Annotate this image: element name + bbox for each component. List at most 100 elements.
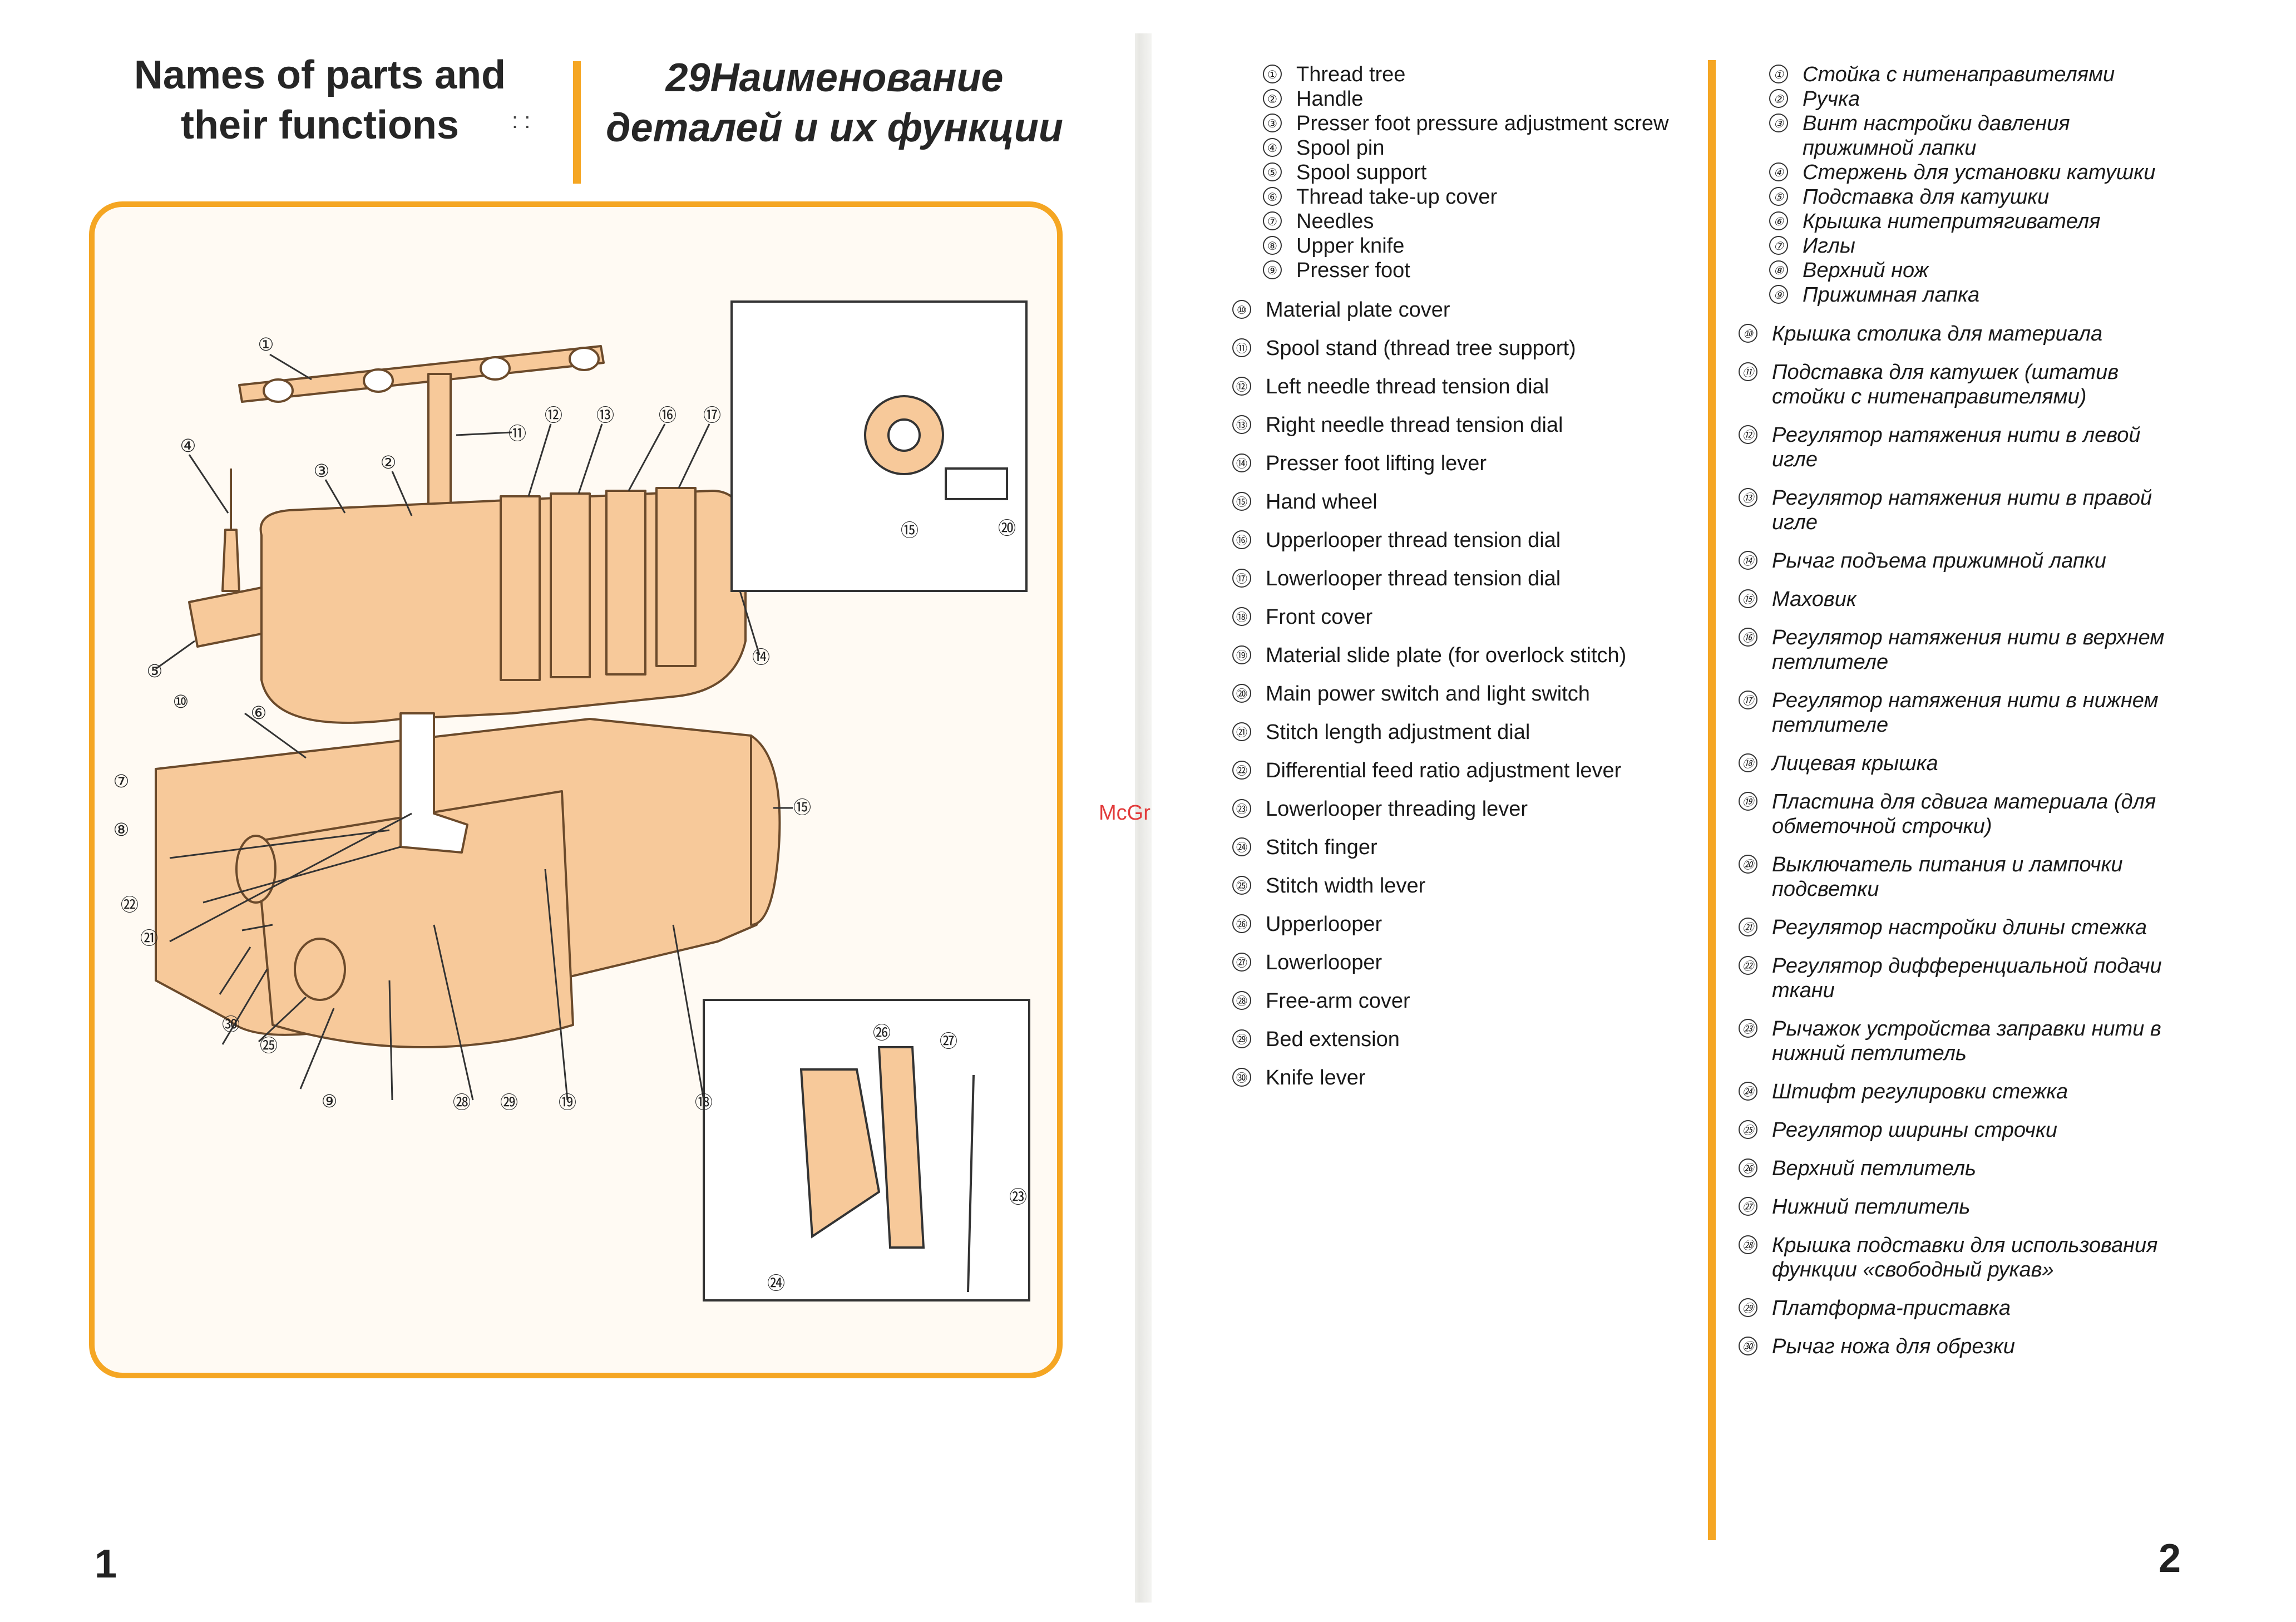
callout-9: ⑨: [322, 1091, 338, 1112]
callout-14: ⑭: [752, 647, 770, 668]
left-page: Names of parts and their functions : : 2…: [0, 0, 1135, 1622]
column-divider: [1708, 60, 1716, 1540]
callout-13: ⑬: [596, 405, 614, 426]
callout-6: ⑥: [251, 702, 267, 723]
title-en-line2: their functions: [181, 103, 459, 147]
callout-24: ㉔: [767, 1273, 785, 1294]
callout-22: ㉒: [121, 894, 139, 915]
callout-26: ㉖: [873, 1022, 891, 1043]
callout-12: ⑫: [545, 405, 562, 426]
callout-25: ㉕: [260, 1035, 278, 1056]
callout-16: ⑯: [659, 405, 677, 426]
page-number-left: 1: [95, 1542, 117, 1586]
callout-19: ⑲: [559, 1092, 576, 1113]
callout-15: ⑮: [793, 797, 811, 818]
callout-4: ④: [180, 435, 196, 456]
hand-wheel: [750, 734, 781, 926]
spool-pin: [221, 529, 240, 592]
callout-28: ㉘: [453, 1092, 471, 1113]
title-ru: 29Наименование деталей и их функции: [595, 53, 1074, 153]
title-divider: [573, 61, 581, 184]
callout-27: ㉗: [940, 1031, 957, 1052]
callout-7: ⑦: [113, 771, 130, 792]
callout-5: ⑤: [147, 660, 163, 682]
callout-15-inset: ⑮: [901, 520, 919, 541]
thread-tree: [238, 345, 605, 403]
title-en: Names of parts and their functions: [89, 50, 551, 150]
spool-stand: [427, 373, 452, 525]
title-marks: : :: [512, 109, 531, 133]
callout-8: ⑧: [113, 819, 130, 840]
title-ru-line2: деталей и их функции: [606, 106, 1063, 150]
callout-10: ⑩: [173, 691, 189, 712]
title-ru-line1: 29Наименование: [665, 56, 1004, 100]
callout-11: ⑪: [508, 423, 526, 444]
callout-29: ㉙: [500, 1092, 518, 1113]
page-number-right: 2: [2159, 1536, 2181, 1581]
overlocker-diagram: ① ② ③ ④ ⑤ ⑥ ⑦ ⑧ ⑨ ⑩ ⑪ ⑫ ⑬ ⑭ ⑮ ⑯ ⑰ ⑱ ⑲ ⑳ …: [113, 300, 1030, 1301]
callout-23: ㉓: [1009, 1186, 1027, 1207]
callout-20: ⑳: [998, 517, 1016, 539]
title-en-line1: Names of parts and: [134, 53, 506, 97]
callout-3: ③: [314, 460, 330, 481]
callout-17: ⑰: [703, 405, 721, 426]
callout-21: ㉑: [140, 928, 158, 949]
callout-2: ②: [381, 452, 397, 473]
